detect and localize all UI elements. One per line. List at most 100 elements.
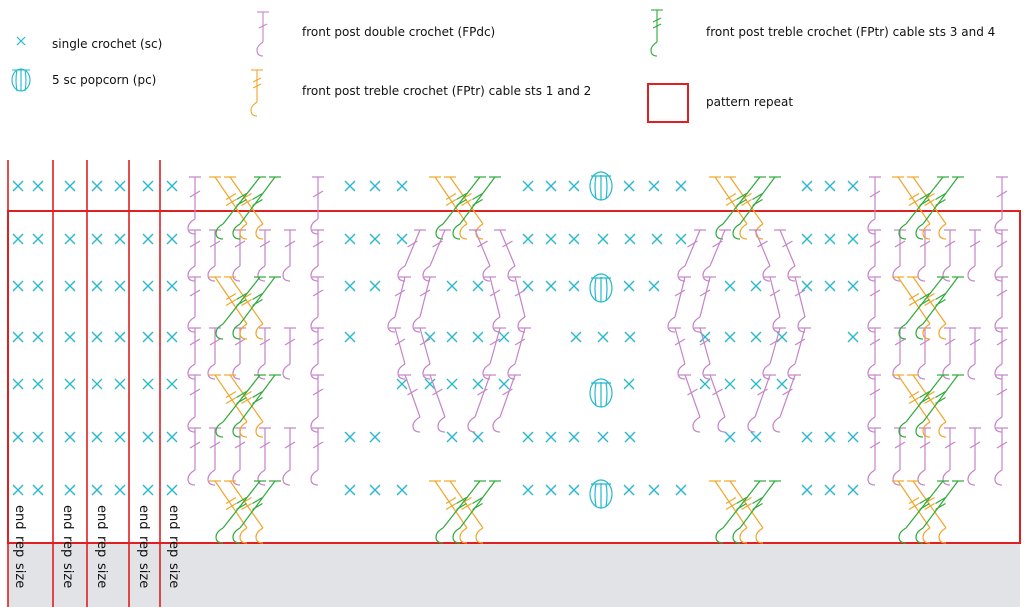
fpdc-stitch <box>493 375 521 432</box>
sc-stitch <box>546 181 556 191</box>
sc-stitch <box>523 234 533 244</box>
fpdc-stitch <box>258 328 271 379</box>
sc-stitch <box>825 485 835 495</box>
fpdc-stitch <box>469 230 490 281</box>
size-column-word: end <box>94 505 108 530</box>
size-column-word: end <box>12 505 26 530</box>
size-column-label: endrepsize <box>94 505 108 588</box>
sc-stitch <box>143 181 153 191</box>
fpdc-stitch <box>424 375 445 432</box>
fpdc-stitch <box>509 277 525 332</box>
sc-stitch <box>649 281 659 291</box>
fpdc-stitch <box>788 328 811 379</box>
fpdc-stitch <box>311 177 324 234</box>
sc-stitch <box>92 379 102 389</box>
sc-stitch <box>571 332 581 342</box>
sc-stitch <box>370 485 380 495</box>
fpdc-stitch <box>413 277 436 332</box>
fpdc-stitch <box>995 328 1008 379</box>
fpdc-stitch <box>868 230 881 281</box>
fpdc-stitch <box>188 375 201 432</box>
fpdc-stitch <box>868 428 881 485</box>
sc-stitch <box>370 234 380 244</box>
fpdc-stitch <box>233 328 246 379</box>
fpdc-stitch <box>484 277 500 332</box>
sc-stitch <box>569 281 579 291</box>
sc-stitch <box>143 234 153 244</box>
sc-stitch <box>92 432 102 442</box>
popcorn-stitch <box>590 480 612 508</box>
sc-stitch <box>33 234 43 244</box>
fpdc-stitch <box>188 230 201 281</box>
sc-stitch <box>523 181 533 191</box>
fpdc-stitch <box>995 277 1008 332</box>
fpdc-stitch <box>789 277 805 332</box>
sc-stitch <box>751 432 761 442</box>
sc-stitch <box>92 485 102 495</box>
fpdc-stitch <box>773 375 801 432</box>
sc-stitch <box>652 234 662 244</box>
sc-stitch <box>473 379 483 389</box>
fpdc-stitch <box>749 230 770 281</box>
sc-stitch <box>546 432 556 442</box>
fptr-cable-12-stitch <box>429 481 467 543</box>
size-column-word: end <box>166 505 180 530</box>
sc-stitch <box>625 234 635 244</box>
sc-stitch <box>167 332 177 342</box>
sc-stitch <box>598 332 608 342</box>
popcorn-stitch <box>590 274 612 302</box>
fptr-cable-12-stitch <box>224 277 263 339</box>
fpdc-stitch <box>208 328 221 379</box>
sc-stitch <box>848 332 858 342</box>
sc-stitch <box>777 379 787 389</box>
fpdc-stitch <box>968 230 981 281</box>
fpdc-stitch <box>669 328 685 379</box>
sc-stitch <box>65 281 75 291</box>
fptr-cable-12-stitch <box>709 481 747 543</box>
sc-stitch <box>13 485 23 495</box>
sc-stitch <box>725 379 735 389</box>
sc-stitch <box>345 234 355 244</box>
sc-stitch <box>848 181 858 191</box>
sc-stitch <box>143 432 153 442</box>
size-column-label: endrepsize <box>166 505 180 588</box>
fptr-cable-12-stitch <box>209 481 247 543</box>
sc-stitch <box>546 234 556 244</box>
sc-stitch <box>802 181 812 191</box>
fpdc-stitch <box>668 277 691 332</box>
sc-stitch <box>802 485 812 495</box>
fpdc-stitch <box>995 375 1008 432</box>
sc-stitch <box>523 281 533 291</box>
sc-stitch <box>345 181 355 191</box>
fpdc-stitch <box>188 428 201 485</box>
fpdc-stitch <box>283 230 296 281</box>
sc-stitch <box>569 432 579 442</box>
sc-stitch <box>92 181 102 191</box>
sc-stitch <box>848 485 858 495</box>
sc-stitch <box>569 234 579 244</box>
fptr-cable-12-stitch <box>907 481 946 543</box>
sc-stitch <box>825 281 835 291</box>
size-column-word: size <box>60 563 74 588</box>
size-column-word: rep <box>60 536 74 557</box>
sc-stitch <box>676 234 686 244</box>
fpdc-stitch <box>995 230 1008 281</box>
sc-stitch <box>725 432 735 442</box>
sc-stitch <box>143 379 153 389</box>
size-column-word: end <box>60 505 74 530</box>
sc-stitch <box>546 485 556 495</box>
sc-stitch <box>167 379 177 389</box>
fpdc-stitch <box>893 230 906 281</box>
sc-stitch <box>473 281 483 291</box>
fpdc-stitch <box>704 375 725 432</box>
sc-stitch <box>13 379 23 389</box>
fptr-cable-12-stitch <box>224 481 263 543</box>
sc-stitch <box>676 181 686 191</box>
sc-stitch <box>33 281 43 291</box>
sc-stitch <box>115 432 125 442</box>
sc-stitch <box>65 379 75 389</box>
fptr-cable-12-stitch <box>907 277 946 339</box>
sc-stitch <box>447 432 457 442</box>
size-column-word: rep <box>94 536 108 557</box>
